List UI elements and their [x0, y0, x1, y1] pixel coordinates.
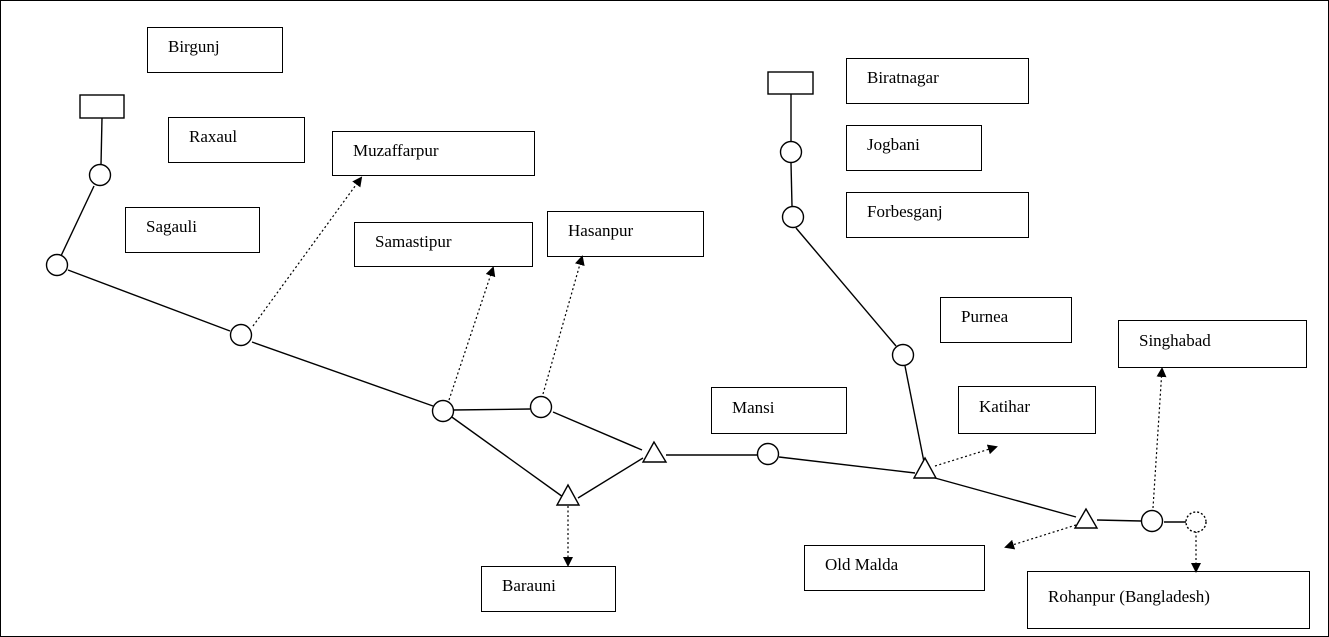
label-barauni: Barauni [481, 566, 616, 612]
junction-nodes [555, 440, 1099, 529]
label-singhabad: Singhabad [1118, 320, 1307, 368]
terminal-node-icon [767, 71, 814, 95]
circle-node-icon [88, 163, 112, 187]
terminal-node-icon [79, 94, 125, 119]
dotted-branch-arrows [252, 176, 1201, 573]
triangle-node-icon [1073, 507, 1099, 529]
label-forbesganj: Forbesganj [846, 192, 1029, 238]
circle-node-icon [1140, 509, 1164, 533]
triangle-node-icon [555, 483, 581, 506]
label-jogbani: Jogbani [846, 125, 982, 171]
circle-node-icon [756, 442, 780, 466]
label-rohanpur: Rohanpur (Bangladesh) [1027, 571, 1310, 629]
terminal-nodes [79, 71, 814, 119]
label-mansi: Mansi [711, 387, 847, 434]
circle-node-icon [45, 253, 69, 277]
triangle-node-icon [641, 440, 668, 463]
circle-node-icon [1185, 511, 1207, 533]
label-birgunj: Birgunj [147, 27, 283, 73]
label-hasanpur: Hasanpur [547, 211, 704, 257]
label-raxaul: Raxaul [168, 117, 305, 163]
label-purnea: Purnea [940, 297, 1072, 343]
circle-node-icon [781, 205, 805, 229]
circle-node-icon [229, 323, 253, 347]
label-samastipur: Samastipur [354, 222, 533, 267]
label-biratnagar: Biratnagar [846, 58, 1029, 104]
triangle-node-icon [912, 456, 938, 479]
circle-node-icon [431, 399, 455, 423]
label-katihar: Katihar [958, 386, 1096, 434]
label-old-malda: Old Malda [804, 545, 985, 591]
solid-rail-lines [59, 92, 1186, 523]
station-nodes [45, 140, 1207, 533]
circle-node-icon [779, 140, 803, 164]
circle-node-icon [891, 343, 915, 367]
label-sagauli: Sagauli [125, 207, 260, 253]
label-muzaffarpur: Muzaffarpur [332, 131, 535, 176]
circle-node-icon [529, 395, 553, 419]
